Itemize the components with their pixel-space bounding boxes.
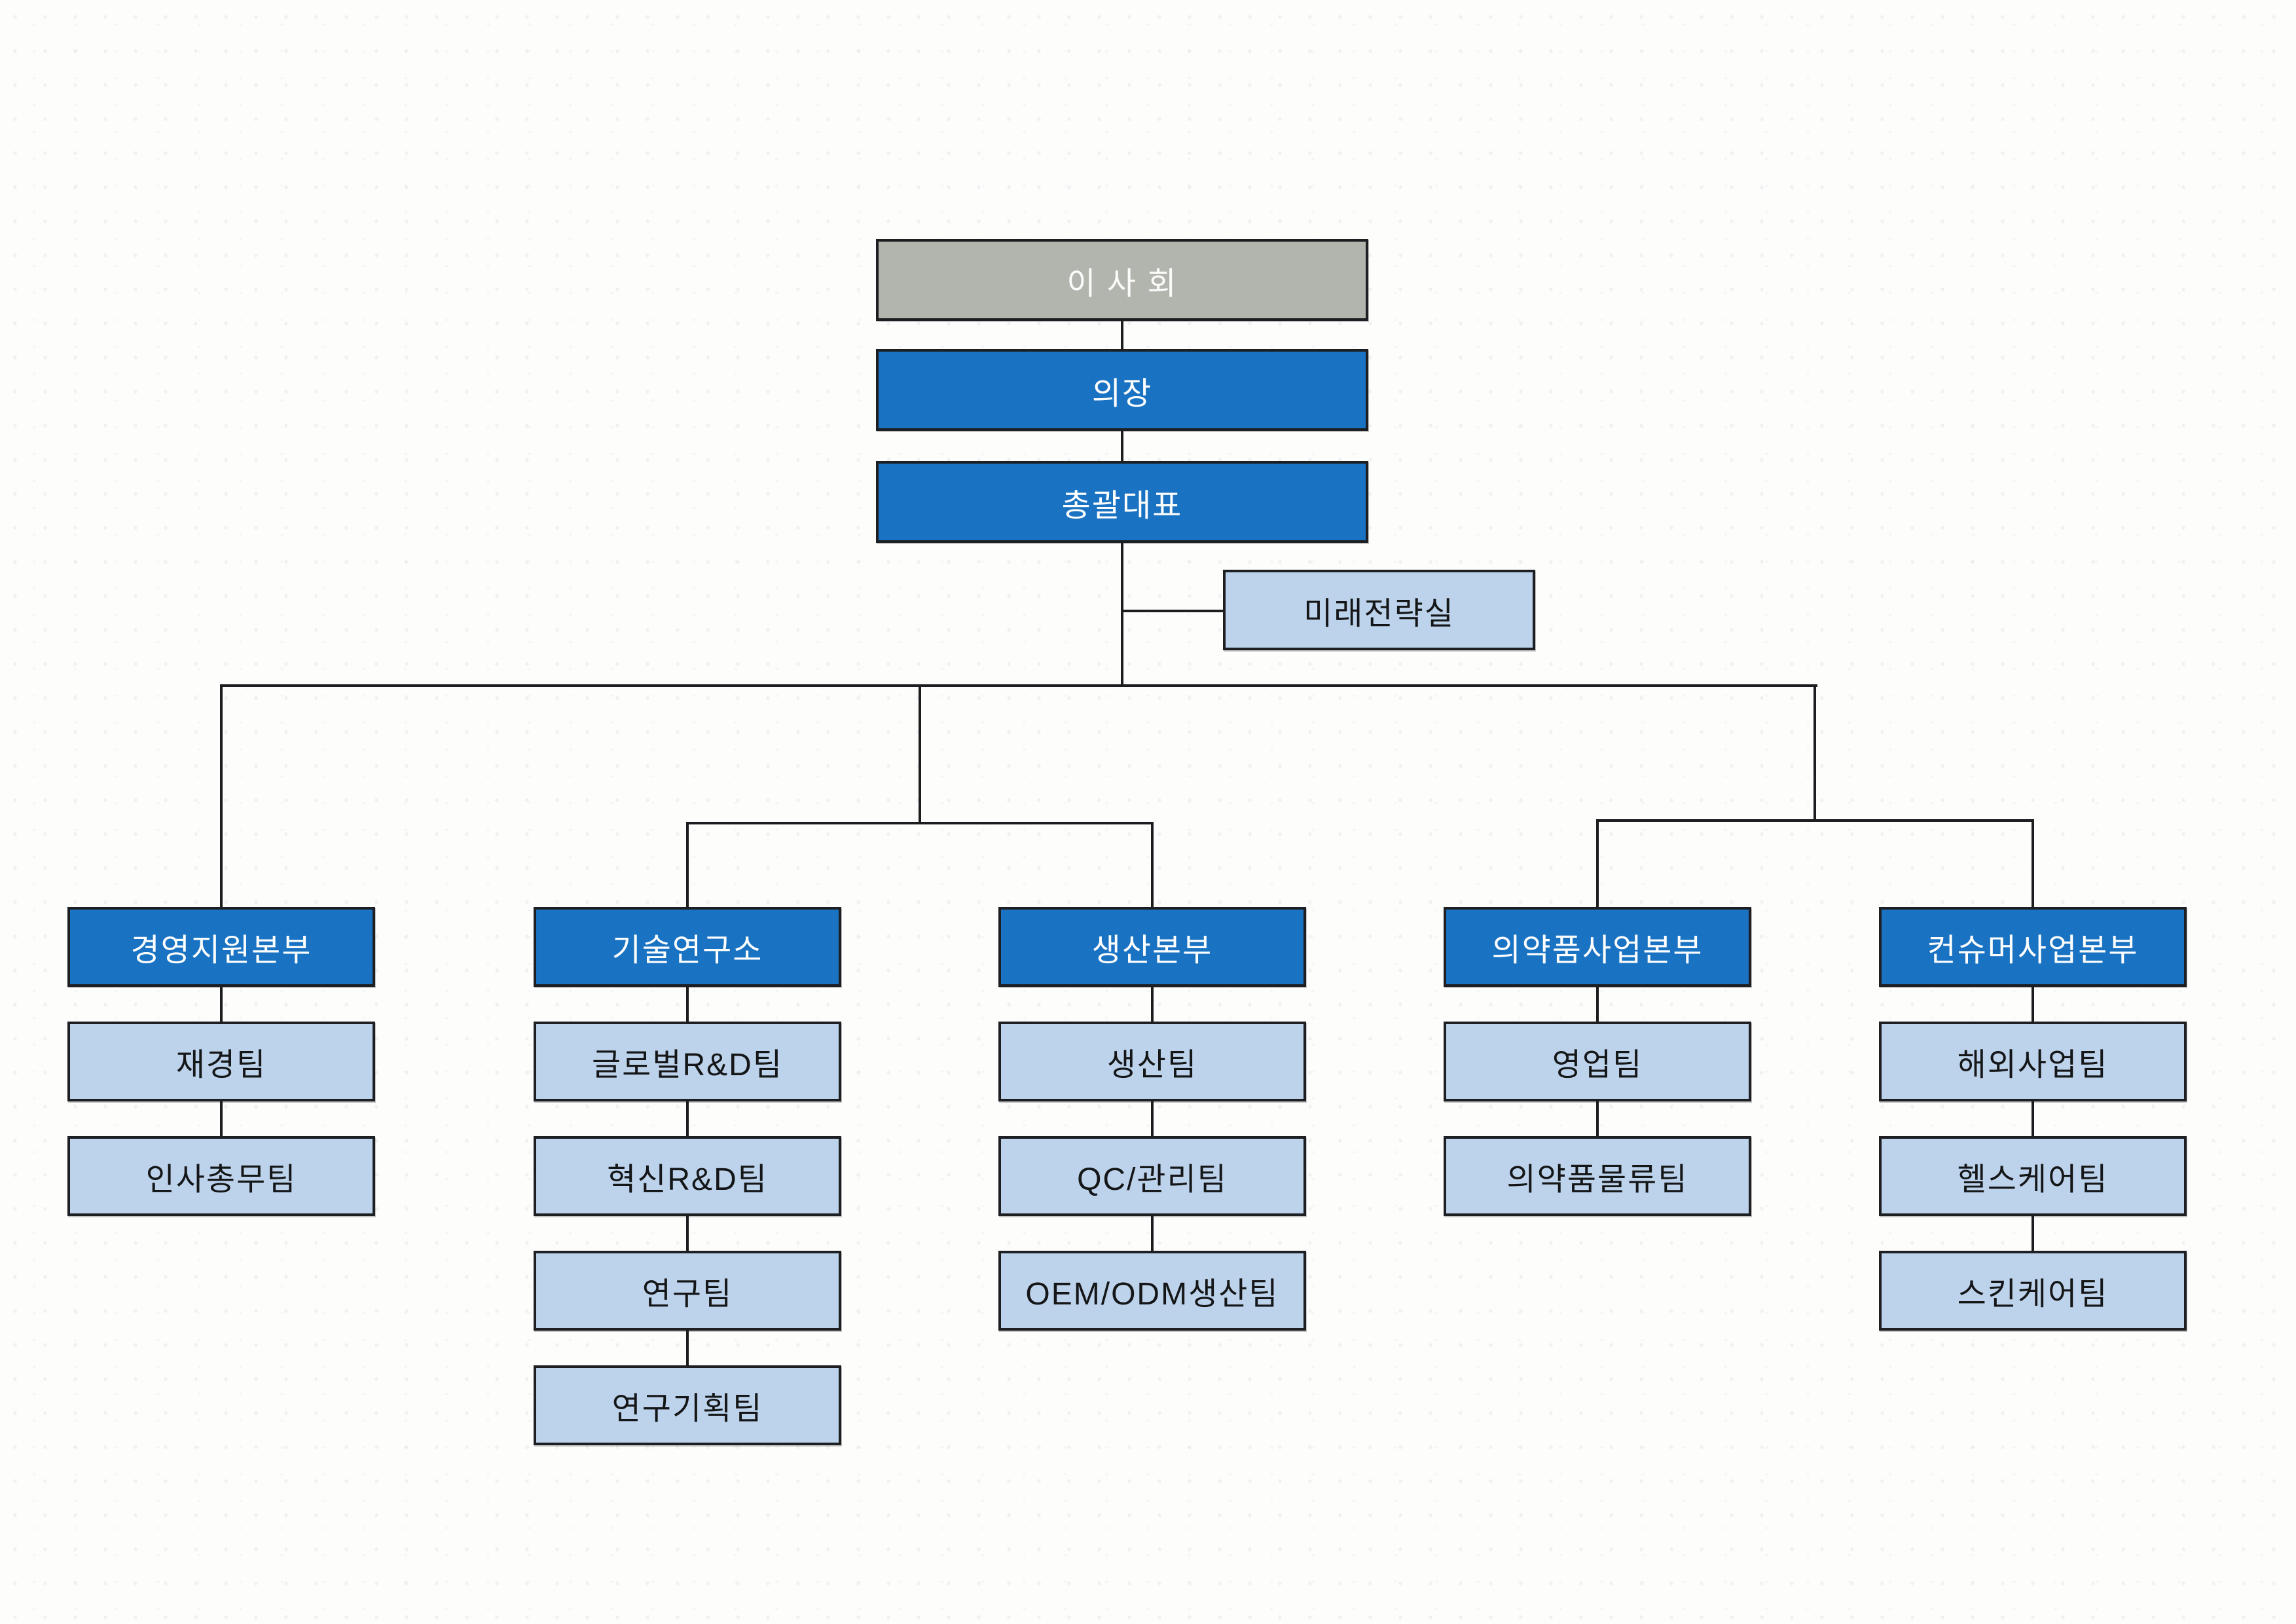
connector-consumer-business-team-0: [2032, 987, 2034, 1022]
connector-drop-tech-research: [686, 822, 689, 907]
branch-consumer-business-team-1: 헬스케어팀: [1879, 1136, 2187, 1216]
node-ceo: 총괄대표: [876, 461, 1368, 543]
branch-production-team-2: OEM/ODM생산팀: [998, 1251, 1306, 1331]
branch-pharma-business-team-1: 의약품물류팀: [1444, 1136, 1751, 1216]
connector-ceo-spine: [1121, 543, 1123, 687]
connector-staff-office: [1122, 610, 1223, 612]
connector-drop-management-support: [220, 684, 223, 907]
connector-drop-pharma-business: [1596, 819, 1599, 907]
branch-management-support-head: 경영지원본부: [67, 907, 375, 987]
connector-consumer-business-team-2: [2032, 1216, 2034, 1251]
branch-production-team-0: 생산팀: [998, 1022, 1306, 1101]
node-board: 이 사 회: [876, 239, 1368, 321]
connector-drop-consumer-business: [2032, 819, 2034, 907]
branch-production-team-1: QC/관리팀: [998, 1136, 1306, 1216]
node-chairman: 의장: [876, 349, 1368, 431]
connector-management-support-team-1: [220, 1101, 223, 1136]
connector-chairman-ceo: [1121, 431, 1123, 461]
connector-secondary-a: [686, 822, 1154, 824]
branch-pharma-business-team-0: 영업팀: [1444, 1022, 1751, 1101]
branch-tech-research-team-0: 글로벌R&D팀: [534, 1022, 841, 1101]
branch-consumer-business-team-0: 해외사업팀: [1879, 1022, 2187, 1101]
connector-pharma-business-team-0: [1596, 987, 1599, 1022]
connector-tech-research-team-0: [686, 987, 689, 1022]
node-staff-office: 미래전략실: [1223, 570, 1535, 650]
connector-drop-production: [1151, 822, 1154, 907]
connector-consumer-business-team-1: [2032, 1101, 2034, 1136]
connector-production-team-0: [1151, 987, 1154, 1022]
connector-management-support-team-0: [220, 987, 223, 1022]
connector-tech-research-team-2: [686, 1216, 689, 1251]
connector-tech-research-team-1: [686, 1101, 689, 1136]
connector-production-team-2: [1151, 1216, 1154, 1251]
connector-board-chairman: [1121, 321, 1123, 349]
branch-production-head: 생산본부: [998, 907, 1306, 987]
branch-management-support-team-0: 재경팀: [67, 1022, 375, 1101]
connector-main-horizontal: [220, 684, 1817, 687]
branch-consumer-business-team-2: 스킨케어팀: [1879, 1251, 2187, 1331]
connector-tech-research-team-3: [686, 1331, 689, 1365]
branch-tech-research-team-3: 연구기획팀: [534, 1365, 841, 1445]
connector-drop-right: [1813, 684, 1816, 821]
branch-tech-research-head: 기술연구소: [534, 907, 841, 987]
branch-pharma-business-head: 의약품사업본부: [1444, 907, 1751, 987]
branch-tech-research-team-1: 혁신R&D팀: [534, 1136, 841, 1216]
branch-consumer-business-head: 컨슈머사업본부: [1879, 907, 2187, 987]
connector-secondary-b: [1596, 819, 2034, 822]
branch-tech-research-team-2: 연구팀: [534, 1251, 841, 1331]
connector-production-team-1: [1151, 1101, 1154, 1136]
connector-drop-middle: [919, 684, 921, 823]
branch-management-support-team-1: 인사총무팀: [67, 1136, 375, 1216]
connector-pharma-business-team-1: [1596, 1101, 1599, 1136]
